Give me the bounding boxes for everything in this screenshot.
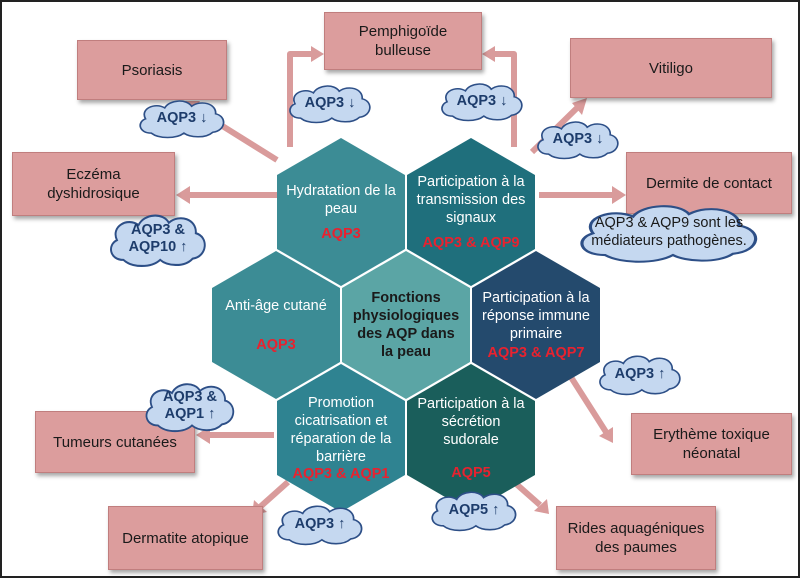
cloud-pemphigoide-left: AQP3 ↓ [284, 82, 376, 124]
disease-label-erytheme: Erythème toxique néonatal [653, 426, 770, 462]
cloud-pemphigoide-right-text: AQP3 ↓ [456, 92, 508, 109]
arrowhead-vitiligo [572, 98, 587, 115]
cloud-tumeurs-text: AQP3 & AQP1 ↑ [163, 389, 217, 422]
cloud-rides-text: AQP5 ↑ [448, 501, 500, 518]
disease-box-dermite-contact: Dermite de contact [626, 152, 792, 214]
disease-label-pemphigoide: Pemphigoïde bulleuse [358, 23, 448, 59]
hex-cicatrisation-title: Promotion cicatrisation et réparation de… [290, 395, 392, 465]
arrow-to-rides [512, 479, 542, 508]
cloud-tumeurs: AQP3 & AQP1 ↑ [140, 379, 240, 433]
hex-transmission-aqp: AQP3 & AQP9 [422, 235, 520, 251]
arrowhead-erytheme [599, 427, 613, 443]
hex-anti-age-title: Anti-âge cutané [225, 298, 327, 314]
arrowhead-pemphigoide-right [482, 46, 495, 62]
disease-box-dermatite: Dermatite atopique [108, 506, 263, 570]
cloud-rides: AQP5 ↑ [426, 488, 522, 532]
cloud-psoriasis: AQP3 ↓ [134, 97, 230, 139]
disease-box-rides: Rides aquagéniques des paumes [556, 506, 716, 570]
hex-cicatrisation-aqp: AQP3 & AQP1 [292, 466, 390, 482]
hex-center-title: Fonctions physiologiques des AQP dans la… [352, 290, 460, 360]
hex-sudorale-title: Participation à la sécrétion sudorale [417, 396, 525, 448]
cloud-pemphigoide-left-text: AQP3 ↓ [304, 94, 356, 111]
arrow-to-erytheme [566, 372, 609, 434]
cloud-dermatite: AQP3 ↑ [272, 502, 368, 546]
arrowhead-pemphigoide-left [311, 46, 324, 62]
arrowhead-eczema [176, 186, 190, 204]
arrow-to-dermatite [258, 479, 290, 510]
arrowhead-rides [534, 499, 549, 514]
arrow-to-pemphigoide-left [287, 51, 314, 147]
disease-box-psoriasis: Psoriasis [77, 40, 227, 100]
hex-hydratation-aqp: AQP3 [321, 226, 361, 242]
cloud-eczema-text: AQP3 & AQP10 ↑ [128, 222, 188, 255]
cloud-pemphigoide-right: AQP3 ↓ [436, 80, 528, 122]
cloud-dermatite-text: AQP3 ↑ [294, 515, 346, 532]
cloud-vitiligo-text: AQP3 ↓ [552, 130, 604, 147]
disease-label-tumeurs: Tumeurs cutanées [53, 433, 177, 451]
cloud-dermite-contact: AQP3 & AQP9 sont les médiateurs pathogèn… [569, 200, 769, 264]
cloud-erytheme: AQP3 ↑ [594, 352, 686, 396]
disease-label-eczema: Eczéma dyshidrosique [47, 166, 140, 202]
hex-immune-title: Participation à la réponse immune primai… [482, 290, 590, 342]
arrowhead-dermite-contact [612, 186, 626, 204]
disease-label-vitiligo: Vitiligo [649, 59, 693, 77]
cloud-psoriasis-text: AQP3 ↓ [156, 109, 208, 126]
disease-label-psoriasis: Psoriasis [121, 61, 183, 79]
cloud-vitiligo: AQP3 ↓ [532, 118, 624, 160]
cloud-erytheme-text: AQP3 ↑ [614, 365, 666, 382]
disease-box-eczema: Eczéma dyshidrosique [12, 152, 175, 216]
disease-label-dermatite: Dermatite atopique [122, 529, 249, 547]
disease-box-tumeurs: Tumeurs cutanées [35, 411, 195, 473]
cloud-dermite-contact-text: AQP3 & AQP9 sont les médiateurs pathogèn… [591, 215, 747, 249]
hex-immune-aqp: AQP3 & AQP7 [487, 345, 585, 361]
cloud-eczema: AQP3 & AQP10 ↑ [104, 210, 212, 268]
hex-hydratation-title: Hydratation de la peau [286, 183, 396, 217]
hex-anti-age-aqp: AQP3 [256, 337, 296, 353]
arrow-to-pemphigoide-right [492, 51, 517, 147]
disease-label-rides: Rides aquagéniques des paumes [567, 520, 705, 556]
disease-label-dermite-contact: Dermite de contact [646, 174, 772, 192]
disease-box-vitiligo: Vitiligo [570, 38, 772, 98]
hex-transmission-title: Participation à la transmission des sign… [416, 174, 526, 226]
disease-box-erytheme: Erythème toxique néonatal [631, 413, 792, 475]
hex-sudorale-aqp: AQP5 [451, 465, 491, 481]
disease-box-pemphigoide: Pemphigoïde bulleuse [324, 12, 482, 70]
